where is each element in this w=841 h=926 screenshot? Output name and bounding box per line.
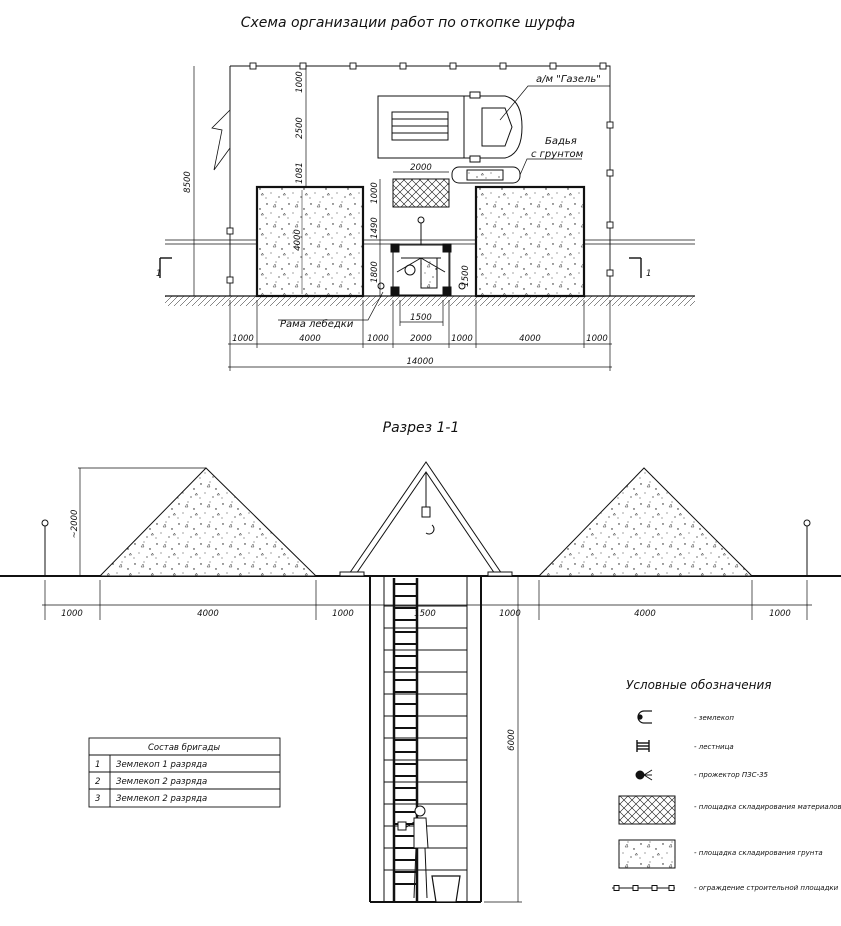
section-dimension-lines <box>42 467 812 903</box>
brigade-row-3-num: 3 <box>95 794 100 804</box>
section-dim-3: 1000 <box>332 609 354 619</box>
floodlight-icon <box>635 769 653 781</box>
floodlight-pole-left <box>41 519 49 576</box>
plan-vdim-1800: 1800 <box>370 261 380 283</box>
digger-icon <box>637 710 652 724</box>
plan-dim-2: 4000 <box>299 334 321 344</box>
plan-vdim-c3: 4000 <box>293 229 303 251</box>
section-mark-right-label: 1 <box>646 269 651 279</box>
section-soil-pile-right <box>537 467 754 577</box>
plan-ground-hatch <box>165 296 695 306</box>
fence-line <box>612 885 675 891</box>
brigade-row-2-text: Землекоп 2 разряда <box>116 777 207 787</box>
section-dim-depth: 6000 <box>507 729 517 751</box>
plan-dim-6: 4000 <box>519 334 541 344</box>
section-mark-right <box>629 257 642 278</box>
winch-frame <box>377 216 466 296</box>
legend-title: Условные обозначения <box>626 678 772 692</box>
brigade-table <box>88 737 281 808</box>
section-dim-5: 1000 <box>499 609 521 619</box>
callout-winch-frame: Рама лебедки <box>280 318 354 330</box>
bucket-trolley <box>451 166 521 184</box>
ladder-icon <box>636 740 650 752</box>
plan-vdim-3: 1081 <box>295 162 305 184</box>
plan-vdim-total: 8500 <box>183 171 193 193</box>
break-line <box>211 66 231 171</box>
callout-bucket-1: Бадья <box>545 136 577 147</box>
soil-pile-right <box>474 185 586 298</box>
legend-digger-text: - землекоп <box>694 714 734 722</box>
winch-tripod <box>339 461 513 577</box>
callout-leaders <box>278 85 610 321</box>
section-dim-4: 1500 <box>414 609 436 619</box>
material-storage <box>392 178 450 208</box>
section-mark-left <box>159 257 172 278</box>
section-dim-6: 4000 <box>634 609 656 619</box>
floodlight-pole-right <box>803 519 811 576</box>
plan-vdim-1500: 1500 <box>461 265 471 287</box>
plan-dim-4: 2000 <box>410 334 432 344</box>
plan-vdim-c1: 1000 <box>370 182 380 204</box>
section-dim-7: 1000 <box>769 609 791 619</box>
ladder <box>392 578 419 902</box>
material-storage-hatch <box>618 795 676 825</box>
plan-dim-5: 1000 <box>451 334 473 344</box>
legend-soil-text: - площадка складирования грунта <box>694 849 823 857</box>
section-soil-pile-left <box>98 467 318 577</box>
shaft <box>369 576 482 903</box>
section-mark-left-label: 1 <box>156 269 161 279</box>
plan-dim-7: 1000 <box>586 334 608 344</box>
section-title: Разрез 1-1 <box>383 420 460 436</box>
plan-dim-3: 1000 <box>367 334 389 344</box>
soil-storage-dots <box>618 839 676 869</box>
callout-bucket-2: с грунтом <box>531 149 584 160</box>
bucket <box>431 875 461 903</box>
legend-material-text: - площадка складирования материалов <box>694 803 841 811</box>
truck-gazel <box>377 91 523 163</box>
plan-dim-total: 14000 <box>406 357 433 367</box>
plan-dim-1: 1000 <box>232 334 254 344</box>
soil-pile-left <box>255 185 365 298</box>
section-dim-pile-height: ~2000 <box>70 510 80 539</box>
section-dim-1: 1000 <box>61 609 83 619</box>
section-dim-2: 4000 <box>197 609 219 619</box>
plan-vdim-2: 2500 <box>295 117 305 139</box>
plan-dim-material: 2000 <box>410 163 432 173</box>
brigade-row-2-num: 2 <box>95 777 100 787</box>
digger-figure <box>397 805 429 899</box>
legend-ladder-text: - лестница <box>694 743 734 751</box>
legend-floodlight-text: - прожектор ПЗС-35 <box>694 771 769 779</box>
plan-title: Схема организации работ по откопке шурфа <box>241 15 576 31</box>
legend-fence-text: - ограждение строительной площадки <box>694 884 839 892</box>
brigade-row-1-num: 1 <box>95 760 100 770</box>
plan-dimension-lines <box>193 66 612 371</box>
plan-vdim-1: 1000 <box>295 71 305 93</box>
brigade-title: Состав бригады <box>148 743 220 753</box>
plan-dim-1500: 1500 <box>410 313 432 323</box>
brigade-row-1-text: Землекоп 1 разряда <box>116 760 207 770</box>
plan-vdim-c2: 1490 <box>370 217 380 239</box>
brigade-row-3-text: Землекоп 2 разряда <box>116 794 207 804</box>
callout-truck: а/м "Газель" <box>536 74 601 85</box>
